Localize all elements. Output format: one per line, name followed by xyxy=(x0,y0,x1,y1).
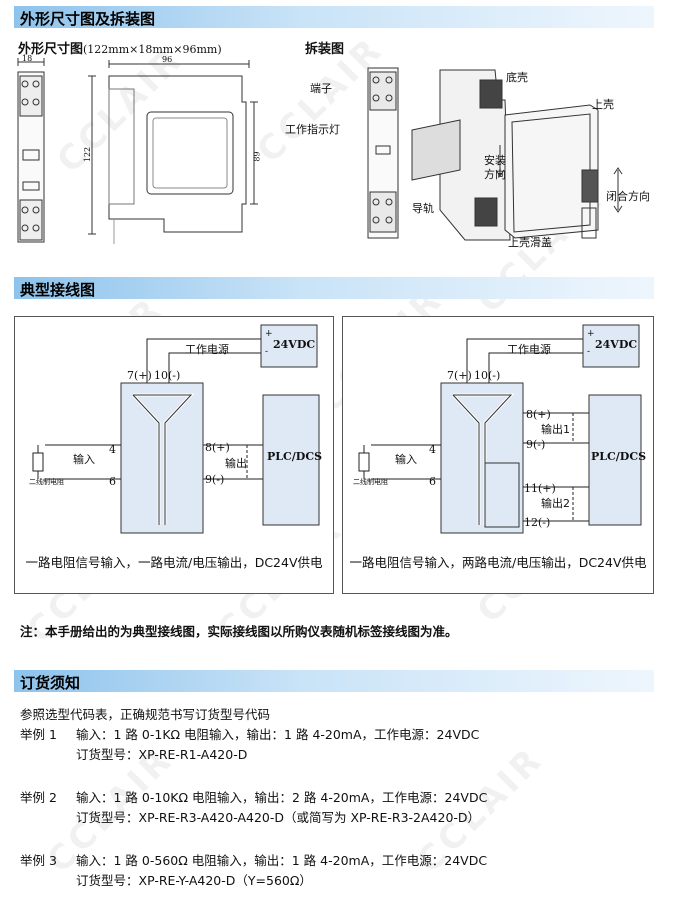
label-power: 工作电源 xyxy=(507,343,551,356)
terminal-4: 4 xyxy=(429,443,436,456)
terminal-10: 10(-) xyxy=(474,369,501,382)
wiring-1-caption: 一路电阻信号输入，一路电流/电压输出，DC24V供电 xyxy=(25,555,323,570)
label-output-2: 输出2 xyxy=(541,497,570,510)
label-top-cover: 上壳滑盖 xyxy=(508,236,552,249)
example-description: 输入：1 路 0-10KΩ 电阻输入，输出：2 路 4-20mA，工作电源：24… xyxy=(76,790,488,805)
terminal-9: 9(-) xyxy=(526,438,546,451)
dimension-drawing xyxy=(17,58,258,244)
plus-sign: + xyxy=(587,329,595,339)
section-header-ordering: 订货须知 xyxy=(14,670,654,692)
label-base: 底壳 xyxy=(506,71,528,84)
section-title: 外形尺寸图及拆装图 xyxy=(20,10,156,28)
wiring-diagram-1: + - 24VDC 工作电源 7(+) 10(-) 4 6 8(+) 9(-) … xyxy=(14,316,334,594)
terminal-7: 7(+) xyxy=(127,369,152,382)
label-rail: 导轨 xyxy=(412,202,434,215)
section-title: 典型接线图 xyxy=(20,281,96,299)
label-output: 输出 xyxy=(225,457,247,470)
dimension-89: 89 xyxy=(252,151,262,162)
label-sensor: 二线制电阻 xyxy=(353,478,388,486)
supply-voltage: 24VDC xyxy=(595,338,638,351)
plus-sign: + xyxy=(265,329,273,339)
label-install-direction: 安装 方向 xyxy=(484,154,506,181)
label-output-1: 输出1 xyxy=(541,423,570,436)
ordering-intro: 参照选型代码表，正确规范书写订货型号代码 xyxy=(20,707,271,722)
terminal-9: 9(-) xyxy=(205,473,225,486)
terminal-12: 12(-) xyxy=(524,516,551,529)
example-description: 输入：1 路 0-1KΩ 电阻输入，输出：1 路 4-20mA，工作电源：24V… xyxy=(76,727,480,742)
terminal-6: 6 xyxy=(109,475,116,488)
label-indicator: 工作指示灯 xyxy=(285,123,340,136)
terminal-6: 6 xyxy=(429,475,436,488)
terminal-8: 8(+) xyxy=(205,441,230,454)
dimension-122: 122 xyxy=(83,146,93,163)
example-model: 订货型号：XP-RE-R1-A420-D xyxy=(76,747,248,762)
disassembly-title: 拆装图 xyxy=(305,42,345,57)
dimension-title: 外形尺寸图(122mm×18mm×96mm) xyxy=(18,38,222,57)
wiring-1-svg xyxy=(32,324,320,534)
wiring-diagram-2: + - 24VDC 工作电源 7(+) 10(-) 4 6 8(+) 9(-) … xyxy=(342,316,654,594)
dimension-title-text: 外形尺寸图 xyxy=(18,42,84,57)
label-close-direction: 闭合方向 xyxy=(606,190,650,203)
example-label: 举例 2 xyxy=(20,790,57,805)
label-terminal: 端子 xyxy=(310,82,332,95)
label-sensor: 二线制电阻 xyxy=(29,478,64,486)
example-model: 订货型号：XP-RE-Y-A420-D（Y=560Ω） xyxy=(76,873,312,888)
example-label: 举例 1 xyxy=(20,727,57,742)
section-header-wiring: 典型接线图 xyxy=(14,277,654,299)
section-title: 订货须知 xyxy=(20,674,81,692)
minus-sign: - xyxy=(265,347,269,357)
supply-voltage: 24VDC xyxy=(273,338,316,351)
terminal-4: 4 xyxy=(109,443,116,456)
example-label: 举例 3 xyxy=(20,853,57,868)
plc-dcs: PLC/DCS xyxy=(591,450,647,463)
terminal-7: 7(+) xyxy=(447,369,472,382)
minus-sign: - xyxy=(587,347,591,357)
terminal-10: 10(-) xyxy=(154,369,181,382)
example-model: 订货型号：XP-RE-R3-A420-A420-D（或简写为 XP-RE-R3-… xyxy=(76,810,481,825)
terminal-8: 8(+) xyxy=(526,408,551,421)
dimension-18: 18 xyxy=(22,54,33,63)
example-description: 输入：1 路 0-560Ω 电阻输入，输出：1 路 4-20mA，工作电源：24… xyxy=(76,853,488,868)
label-input: 输入 xyxy=(73,453,95,466)
disassembly-drawing xyxy=(367,67,623,241)
dimension-spec: (122mm×18mm×96mm) xyxy=(83,43,222,56)
terminal-11: 11(+) xyxy=(524,482,556,495)
wiring-note: 注：本手册给出的为典型接线图，实际接线图以所购仪表随机标签接线图为准。 xyxy=(20,624,458,639)
section-header-dimensions: 外形尺寸图及拆装图 xyxy=(14,6,654,28)
label-power: 工作电源 xyxy=(185,343,229,356)
label-top-shell: 上壳 xyxy=(592,98,614,111)
label-input: 输入 xyxy=(395,453,417,466)
plc-dcs: PLC/DCS xyxy=(267,450,323,463)
wiring-2-svg xyxy=(358,324,642,534)
dimension-96: 96 xyxy=(162,55,173,64)
wiring-2-caption: 一路电阻信号输入，两路电流/电压输出，DC24V供电 xyxy=(349,555,647,570)
